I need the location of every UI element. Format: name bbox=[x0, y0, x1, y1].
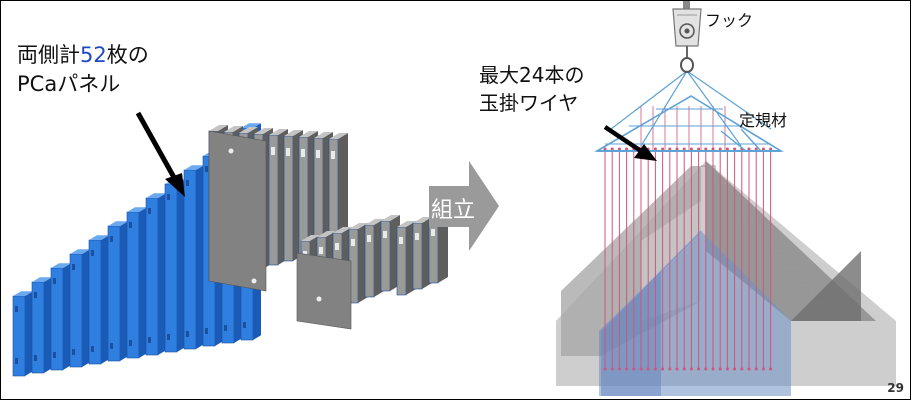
panels-prefix: 両側計 bbox=[17, 43, 80, 67]
assemble-arrow bbox=[429, 161, 499, 251]
gray-panel-face bbox=[208, 130, 267, 292]
gray-panel bbox=[428, 218, 439, 284]
panels-line2: PCaパネル bbox=[17, 72, 121, 96]
gray-panel-stack-large bbox=[208, 125, 348, 292]
panels-count: 52 bbox=[80, 43, 107, 67]
gray-panel-face bbox=[296, 252, 352, 330]
hook-slings bbox=[610, 70, 772, 147]
wire-pointer-arrow bbox=[603, 125, 657, 161]
gray-panel-stack-small bbox=[296, 213, 448, 330]
blue-panel bbox=[164, 183, 178, 353]
blue-panel bbox=[50, 267, 64, 371]
wire-line1: 最大24本の bbox=[479, 63, 585, 87]
assembled-structure bbox=[556, 161, 896, 396]
blue-panel bbox=[126, 211, 140, 359]
blue-panel bbox=[12, 295, 26, 377]
sling-wires bbox=[603, 106, 773, 371]
hook-label: フック bbox=[705, 11, 754, 30]
blue-panel bbox=[107, 225, 121, 362]
jig-label: 定規材 bbox=[739, 111, 788, 130]
lifting-jig bbox=[594, 95, 784, 152]
panels-suffix: 枚の bbox=[106, 43, 149, 67]
wire-line2: 玉掛ワイヤ bbox=[479, 91, 579, 115]
gray-panel bbox=[412, 222, 423, 290]
panels-callout: 両側計52枚の PCaパネル bbox=[17, 41, 149, 99]
assemble-label: 組立 bbox=[431, 198, 476, 223]
blue-panel bbox=[183, 169, 197, 350]
blue-panel bbox=[88, 239, 102, 365]
panels-pointer-arrow bbox=[135, 111, 185, 197]
wire-callout: 最大24本の 玉掛ワイヤ bbox=[479, 61, 584, 117]
crane-hook-icon bbox=[672, 1, 702, 73]
blue-panel bbox=[31, 281, 45, 374]
blue-panel bbox=[69, 253, 83, 368]
blue-panel bbox=[145, 197, 159, 356]
page-number: 29 bbox=[887, 381, 904, 395]
